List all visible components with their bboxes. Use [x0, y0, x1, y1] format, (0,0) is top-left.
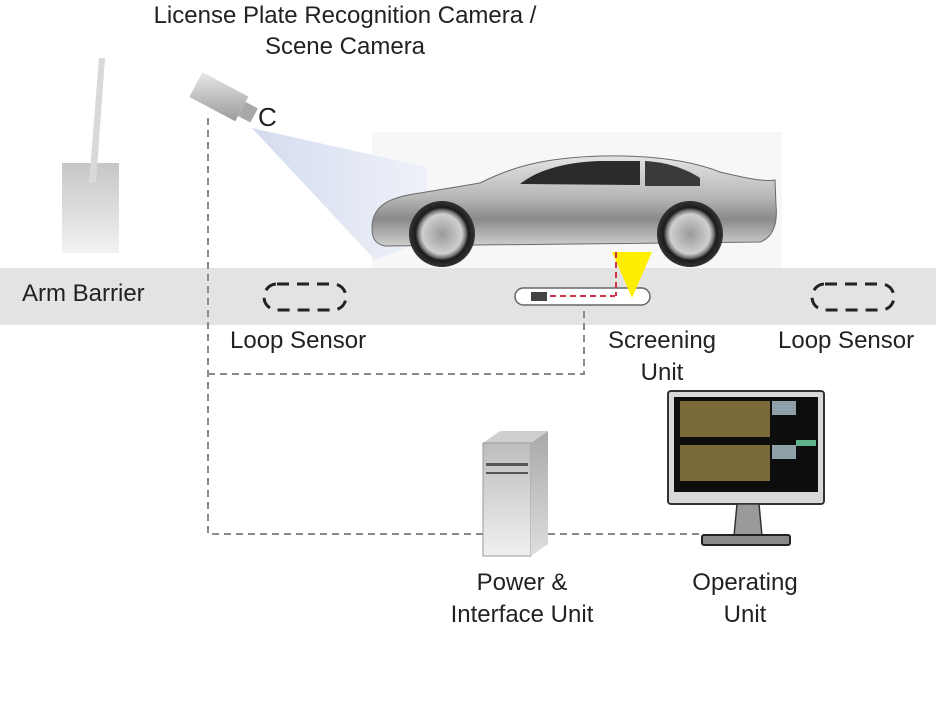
camera-symbol: C [258, 102, 277, 132]
loop-sensor-left-icon [262, 282, 348, 312]
road-lane [0, 268, 936, 325]
loop-sensor-right-label: Loop Sensor [778, 327, 915, 354]
power-unit-label-line1: Power & [476, 569, 568, 596]
scanner-icon [514, 252, 652, 306]
screening-unit-label-line1: Screening [607, 327, 717, 354]
loop-sensor-right-icon [810, 282, 896, 312]
camera-title-line1: License Plate Recognition Camera / [153, 2, 537, 29]
power-unit-label-line2: Interface Unit [450, 601, 594, 628]
camera-icon [189, 72, 258, 123]
operating-unit-label-line1: Operating [692, 569, 798, 596]
operating-unit-label-line2: Unit [723, 601, 767, 628]
connector-lines [207, 118, 700, 535]
screening-unit-label-line2: Unit [640, 359, 684, 386]
monitor-icon [667, 390, 825, 546]
car-icon [371, 155, 777, 267]
server-tower-icon [482, 431, 548, 557]
loop-sensor-left-label: Loop Sensor [230, 327, 367, 354]
camera-title-line2: Scene Camera [264, 33, 426, 60]
barrier-icon [62, 58, 119, 253]
arm-barrier-label: Arm Barrier [22, 280, 145, 307]
